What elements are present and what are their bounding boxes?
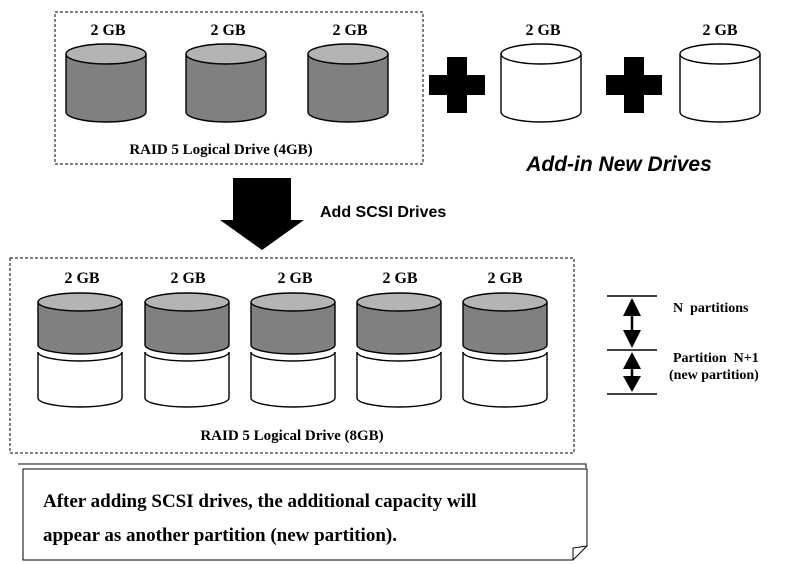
bottom-drive-4 (356, 292, 442, 408)
bottom-group-frame (9, 257, 575, 454)
bottom-drive-label-4: 2 GB (382, 270, 417, 287)
top-drive-label-2: 2 GB (210, 22, 245, 39)
bottom-drive-label-1: 2 GB (64, 270, 99, 287)
bottom-drive-label-2: 2 GB (170, 270, 205, 287)
partition-n1-label: Partition N+1 (673, 351, 759, 366)
down-arrow-icon (220, 178, 304, 250)
partition-legend (607, 295, 657, 395)
plus-icon (429, 57, 485, 113)
note-line-2: appear as another partition (new partiti… (43, 525, 397, 546)
top-group-caption: RAID 5 Logical Drive (4GB) (129, 142, 312, 158)
new-drive-2 (679, 43, 761, 123)
bottom-drive-1 (37, 292, 123, 408)
bottom-drive-3 (250, 292, 336, 408)
partition-n1-sublabel: (new partition) (669, 368, 759, 383)
double-arrow-icon (623, 298, 641, 348)
new-drives-caption: Add-in New Drives (525, 153, 712, 176)
note-line-1: After adding SCSI drives, the additional… (43, 491, 477, 512)
bottom-drive-2 (144, 292, 230, 408)
bottom-drive-5 (462, 292, 548, 408)
top-drive-3 (307, 43, 389, 123)
n-partitions-label: N partitions (673, 301, 749, 316)
new-drive-label-1: 2 GB (525, 22, 560, 39)
bottom-group-caption: RAID 5 Logical Drive (8GB) (200, 428, 383, 444)
note-box (18, 463, 588, 561)
plus-icon (606, 57, 662, 113)
top-drive-label-1: 2 GB (90, 22, 125, 39)
bottom-drive-label-3: 2 GB (277, 270, 312, 287)
arrow-label: Add SCSI Drives (320, 204, 446, 221)
new-drive-label-2: 2 GB (702, 22, 737, 39)
top-drive-1 (65, 43, 147, 123)
top-drive-label-3: 2 GB (332, 22, 367, 39)
bottom-drive-label-5: 2 GB (487, 270, 522, 287)
top-drive-2 (185, 43, 267, 123)
new-drive-1 (500, 43, 582, 123)
double-arrow-icon (623, 352, 641, 392)
